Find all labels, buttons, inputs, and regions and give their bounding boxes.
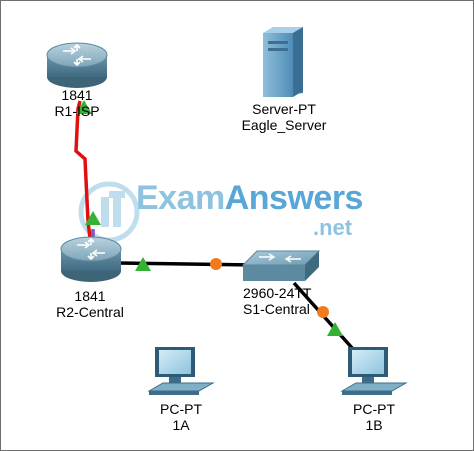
device-model: 1841	[74, 288, 106, 304]
device-model: 2960-24TT	[243, 285, 312, 301]
device-name: 1B	[365, 417, 383, 433]
link-up-indicator	[85, 211, 101, 225]
pc-1a-label: PC-PT 1A	[160, 401, 202, 433]
link-pending-indicator	[210, 258, 222, 270]
server-icon[interactable]	[263, 27, 303, 97]
device-model: PC-PT	[353, 401, 395, 417]
device-name: R2-Central	[56, 304, 124, 320]
router-r1-label: 1841 R1-ISP	[54, 87, 99, 119]
device-model: PC-PT	[160, 401, 202, 417]
switch-icon[interactable]	[241, 250, 321, 281]
link-up-indicator	[135, 257, 151, 271]
link-r2-switch[interactable]	[115, 261, 260, 267]
link-up-indicator	[76, 100, 92, 114]
device-name: R1-ISP	[54, 103, 100, 119]
pc-1b-label: PC-PT 1B	[353, 401, 395, 433]
watermark: ExamAnswers .net	[91, 179, 363, 249]
device-model: 1841	[61, 87, 93, 103]
server-label: Server-PT Eagle_Server	[242, 101, 327, 133]
link-up-indicator	[327, 322, 343, 336]
switch-label: 2960-24TT S1-Central	[243, 285, 311, 317]
router-r2-label: 1841 R2-Central	[56, 288, 124, 320]
watermark-suffix: .net	[313, 215, 353, 240]
pc-1b-icon[interactable]	[340, 347, 408, 395]
router-r1-icon[interactable]	[46, 42, 108, 88]
device-name: 1A	[172, 417, 190, 433]
router-r2-icon[interactable]	[60, 236, 122, 282]
device-name: Eagle_Server	[241, 117, 327, 133]
device-name: S1-Central	[243, 301, 310, 317]
device-model: Server-PT	[252, 101, 316, 117]
link-pending-indicator	[317, 306, 329, 318]
watermark-brand: ExamAnswers	[136, 179, 363, 217]
pc-1a-icon[interactable]	[147, 347, 215, 395]
